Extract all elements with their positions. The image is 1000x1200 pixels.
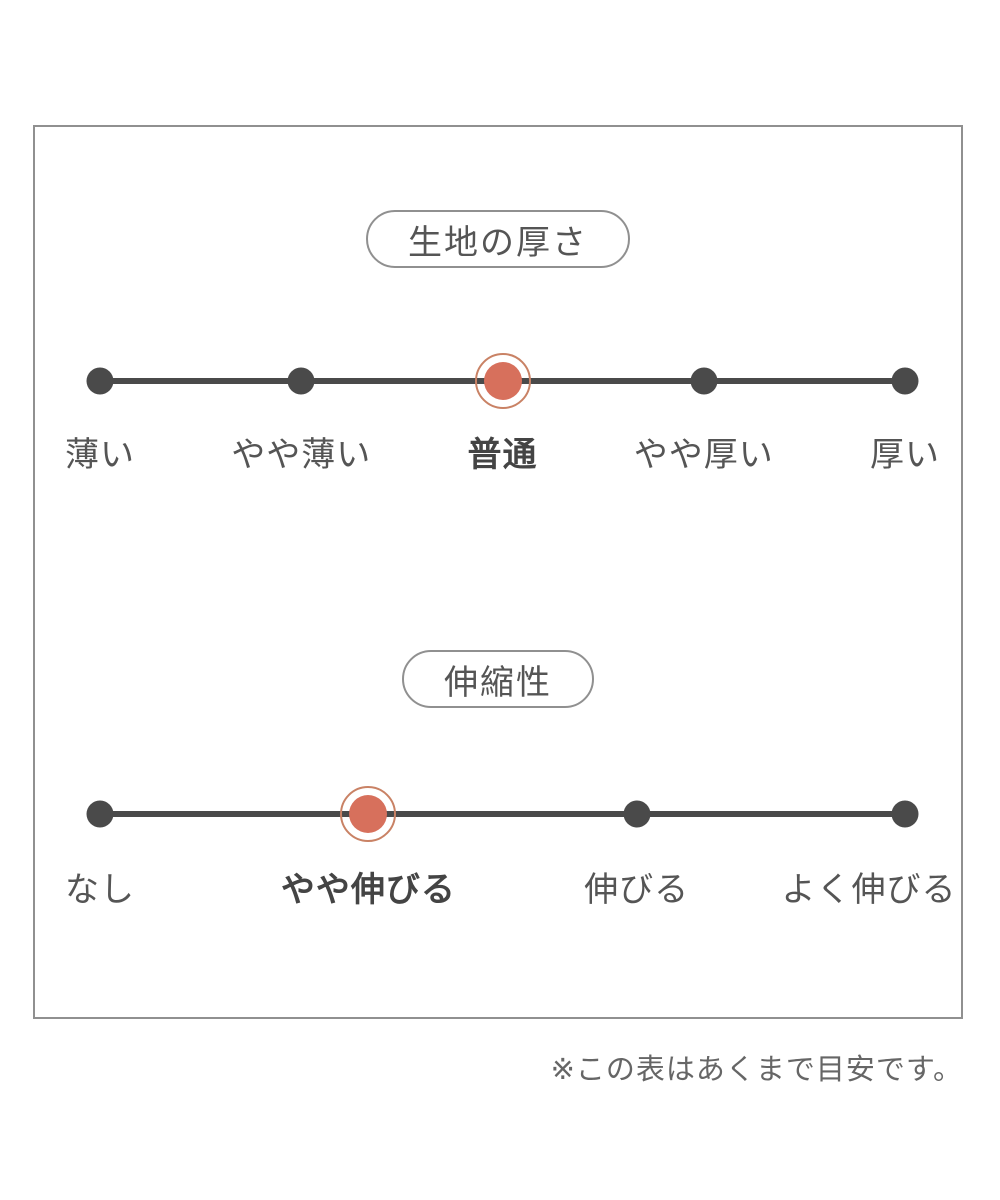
section-title-pill-stretch: 伸縮性: [402, 650, 594, 708]
stretch-scale: [86, 784, 919, 844]
label-none: なし: [65, 871, 135, 909]
scale-dot-very-stretchy: [891, 800, 919, 828]
section-title-pill-thickness: 生地の厚さ: [366, 210, 630, 268]
label-somewhat-stretchy: やや伸びる: [280, 871, 456, 909]
label-somewhat-thick: やや厚い: [633, 436, 774, 474]
label-very-stretchy: よく伸びる: [781, 871, 957, 909]
thickness-labels: 薄い やや薄い 普通 やや厚い 厚い: [65, 427, 939, 474]
scale-dot-none: [86, 800, 114, 828]
label-normal: 普通: [467, 436, 538, 474]
label-stretchy: 伸びる: [584, 871, 690, 909]
selected-marker-ring: [340, 786, 397, 842]
footnote-disclaimer: ※この表はあくまで目安です。: [550, 1054, 963, 1086]
label-thin: 薄い: [65, 436, 135, 474]
selected-marker-normal: [474, 353, 531, 409]
section-title-stretch: 伸縮性: [444, 663, 552, 702]
stretch-labels: なし やや伸びる 伸びる よく伸びる: [65, 862, 956, 909]
section-title-thickness: 生地の厚さ: [408, 223, 588, 262]
scale-dot-somewhat-thick: [690, 367, 718, 395]
scale-dot-stretchy: [623, 800, 651, 828]
scale-track: [100, 811, 905, 817]
scale-dot-thin: [86, 367, 114, 395]
scale-dot-thick: [891, 367, 919, 395]
selected-marker-ring: [474, 353, 531, 409]
label-somewhat-thin: やや薄い: [231, 436, 372, 474]
scale-dot-somewhat-thin: [287, 367, 315, 395]
thickness-scale: [86, 351, 919, 411]
spec-panel: 生地の厚さ 薄い やや薄い 普通 やや厚い 厚い 伸縮性: [33, 125, 963, 1019]
selected-marker-somewhat-stretchy: [340, 786, 397, 842]
label-thick: 厚い: [870, 436, 940, 474]
